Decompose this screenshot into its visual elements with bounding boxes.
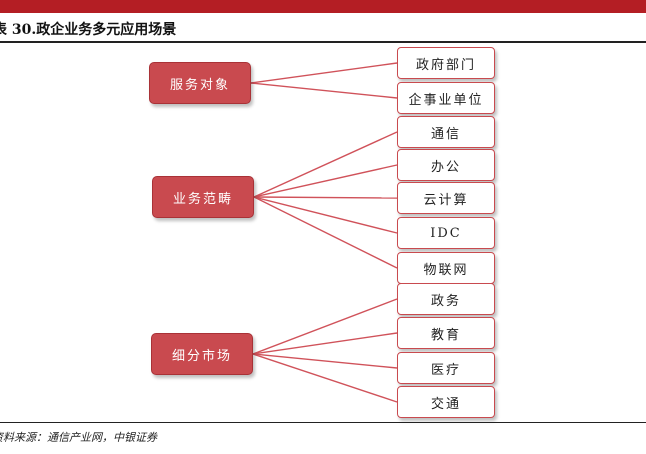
item-box-government: 政府部门 [397,47,495,79]
connector-line [250,62,398,84]
item-box-transportation: 交通 [397,386,495,418]
connector-line [252,353,398,403]
connector-line [252,353,398,369]
figure-title: 表 30.政企业务多元应用场景 [0,22,177,38]
item-box-enterprise: 企事业单位 [397,82,495,114]
category-box-service-target: 服务对象 [149,62,251,104]
item-box-healthcare: 医疗 [397,352,495,384]
footer-divider [0,422,646,423]
connector-line [253,164,398,198]
connector-line [253,196,398,269]
connector-line [253,196,398,199]
title-divider [0,41,646,43]
item-box-cloud-computing: 云计算 [397,182,495,214]
source-note: 资料来源：通信产业网，中银证券 [0,431,157,444]
category-box-market-segments: 细分市场 [151,333,253,375]
connector-line [252,298,398,355]
item-box-idc: IDC [397,217,495,249]
top-color-bar [0,0,646,13]
connector-line [250,82,398,99]
connector-line [253,196,398,234]
item-box-communication: 通信 [397,116,495,148]
category-box-business-scope: 业务范畴 [152,176,254,218]
item-box-education: 教育 [397,317,495,349]
connector-line [252,332,398,355]
item-box-iot: 物联网 [397,252,495,284]
connector-line [253,131,398,198]
item-box-government-affairs: 政务 [397,283,495,315]
item-box-office: 办公 [397,149,495,181]
